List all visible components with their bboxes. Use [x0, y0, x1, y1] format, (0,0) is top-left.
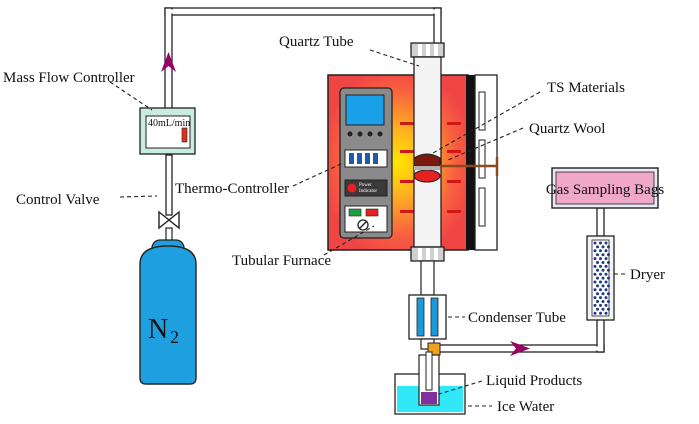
desiccant-bead	[601, 284, 605, 288]
flow-arrow-right	[510, 341, 530, 356]
label-tubular-furnace: Tubular Furnace	[232, 253, 331, 269]
desiccant-bead	[604, 272, 608, 276]
desiccant-bead	[601, 307, 605, 311]
ts-materials-sample	[413, 153, 441, 183]
flow-rate-display: 40mL/min	[148, 118, 190, 129]
label-thermo-controller: Thermo-Controller	[175, 181, 289, 197]
power-indicator-label-1: Power	[359, 183, 372, 188]
n2-label: N	[148, 314, 168, 345]
desiccant-bead	[601, 253, 605, 257]
desiccant-bead	[596, 300, 599, 303]
n2-gas-cylinder: N 2	[139, 239, 197, 385]
desiccant-bead	[596, 268, 599, 272]
power-indicator-label-2: Indicator	[359, 189, 377, 194]
label-ts-materials: TS Materials	[547, 80, 625, 96]
desiccant-bead	[604, 296, 608, 300]
desiccant-bead	[601, 292, 605, 296]
desiccant-bead	[596, 253, 599, 257]
desiccant-bead	[593, 303, 597, 307]
desiccant-bead	[599, 272, 602, 276]
desiccant-bead	[604, 241, 608, 245]
desiccant-bead	[607, 276, 610, 280]
flow-arrow-up	[161, 52, 176, 72]
desiccant-bead	[599, 249, 602, 253]
label-condenser-tube: Condenser Tube	[468, 310, 566, 326]
desiccant-bead	[607, 307, 610, 311]
desiccant-bead	[601, 261, 605, 264]
labels: Quartz Tube Mass Flow Controller TS Mate…	[3, 34, 665, 415]
desiccant-bead	[607, 268, 610, 272]
desiccant-bead	[593, 280, 597, 284]
desiccant-bead	[604, 311, 608, 315]
desiccant-bead	[604, 280, 608, 284]
label-control-valve: Control Valve	[16, 192, 100, 208]
desiccant-bead	[593, 272, 597, 276]
desiccant-bead	[599, 241, 602, 245]
desiccant-bead	[596, 307, 599, 311]
label-liquid-products: Liquid Products	[486, 373, 582, 389]
desiccant-bead	[607, 292, 610, 296]
thermo-controller: Power Indicator	[339, 87, 393, 239]
heating-elements	[400, 122, 461, 213]
desiccant-bead	[604, 288, 608, 292]
desiccant-bead	[607, 245, 610, 249]
desiccant-bead	[607, 300, 610, 303]
thermocouple-probe	[440, 157, 499, 176]
n2-subscript: 2	[170, 327, 179, 347]
mass-flow-controller: 40mL/min	[139, 107, 196, 155]
desiccant-bead	[593, 311, 597, 315]
desiccant-bead	[596, 292, 599, 296]
desiccant-beads	[593, 241, 610, 315]
desiccant-bead	[599, 311, 602, 315]
gas-sampling-bags-label: Gas Sampling Bags	[546, 182, 664, 198]
desiccant-bead	[599, 303, 602, 307]
desiccant-bead	[604, 264, 608, 268]
desiccant-bead	[596, 245, 599, 249]
dryer	[586, 235, 615, 321]
desiccant-bead	[596, 284, 599, 288]
callout-lines	[109, 49, 625, 407]
desiccant-bead	[593, 241, 597, 245]
desiccant-bead	[599, 264, 602, 268]
ice-water-bath	[394, 351, 466, 415]
desiccant-bead	[596, 276, 599, 280]
quartz-tube	[410, 42, 445, 296]
desiccant-bead	[604, 303, 608, 307]
gas-sampling-bags: Gas Sampling Bags	[546, 167, 664, 209]
desiccant-bead	[596, 261, 599, 264]
label-ice-water: Ice Water	[497, 399, 554, 415]
desiccant-bead	[604, 249, 608, 253]
desiccant-bead	[599, 257, 602, 261]
desiccant-bead	[601, 245, 605, 249]
desiccant-bead	[599, 288, 602, 292]
desiccant-bead	[601, 268, 605, 272]
desiccant-bead	[599, 280, 602, 284]
desiccant-bead	[593, 288, 597, 292]
condenser-tube	[408, 294, 447, 350]
desiccant-bead	[601, 300, 605, 303]
desiccant-bead	[607, 253, 610, 257]
desiccant-bead	[593, 249, 597, 253]
desiccant-bead	[593, 264, 597, 268]
label-dryer: Dryer	[630, 267, 665, 283]
control-valve-icon	[158, 210, 180, 243]
desiccant-bead	[604, 257, 608, 261]
desiccant-bead	[607, 284, 610, 288]
desiccant-bead	[593, 257, 597, 261]
label-quartz-tube: Quartz Tube	[279, 34, 354, 50]
desiccant-bead	[593, 296, 597, 300]
desiccant-bead	[607, 261, 610, 264]
label-quartz-wool: Quartz Wool	[529, 121, 605, 137]
desiccant-bead	[599, 296, 602, 300]
desiccant-bead	[601, 276, 605, 280]
label-mass-flow-controller: Mass Flow Controller	[3, 70, 135, 86]
